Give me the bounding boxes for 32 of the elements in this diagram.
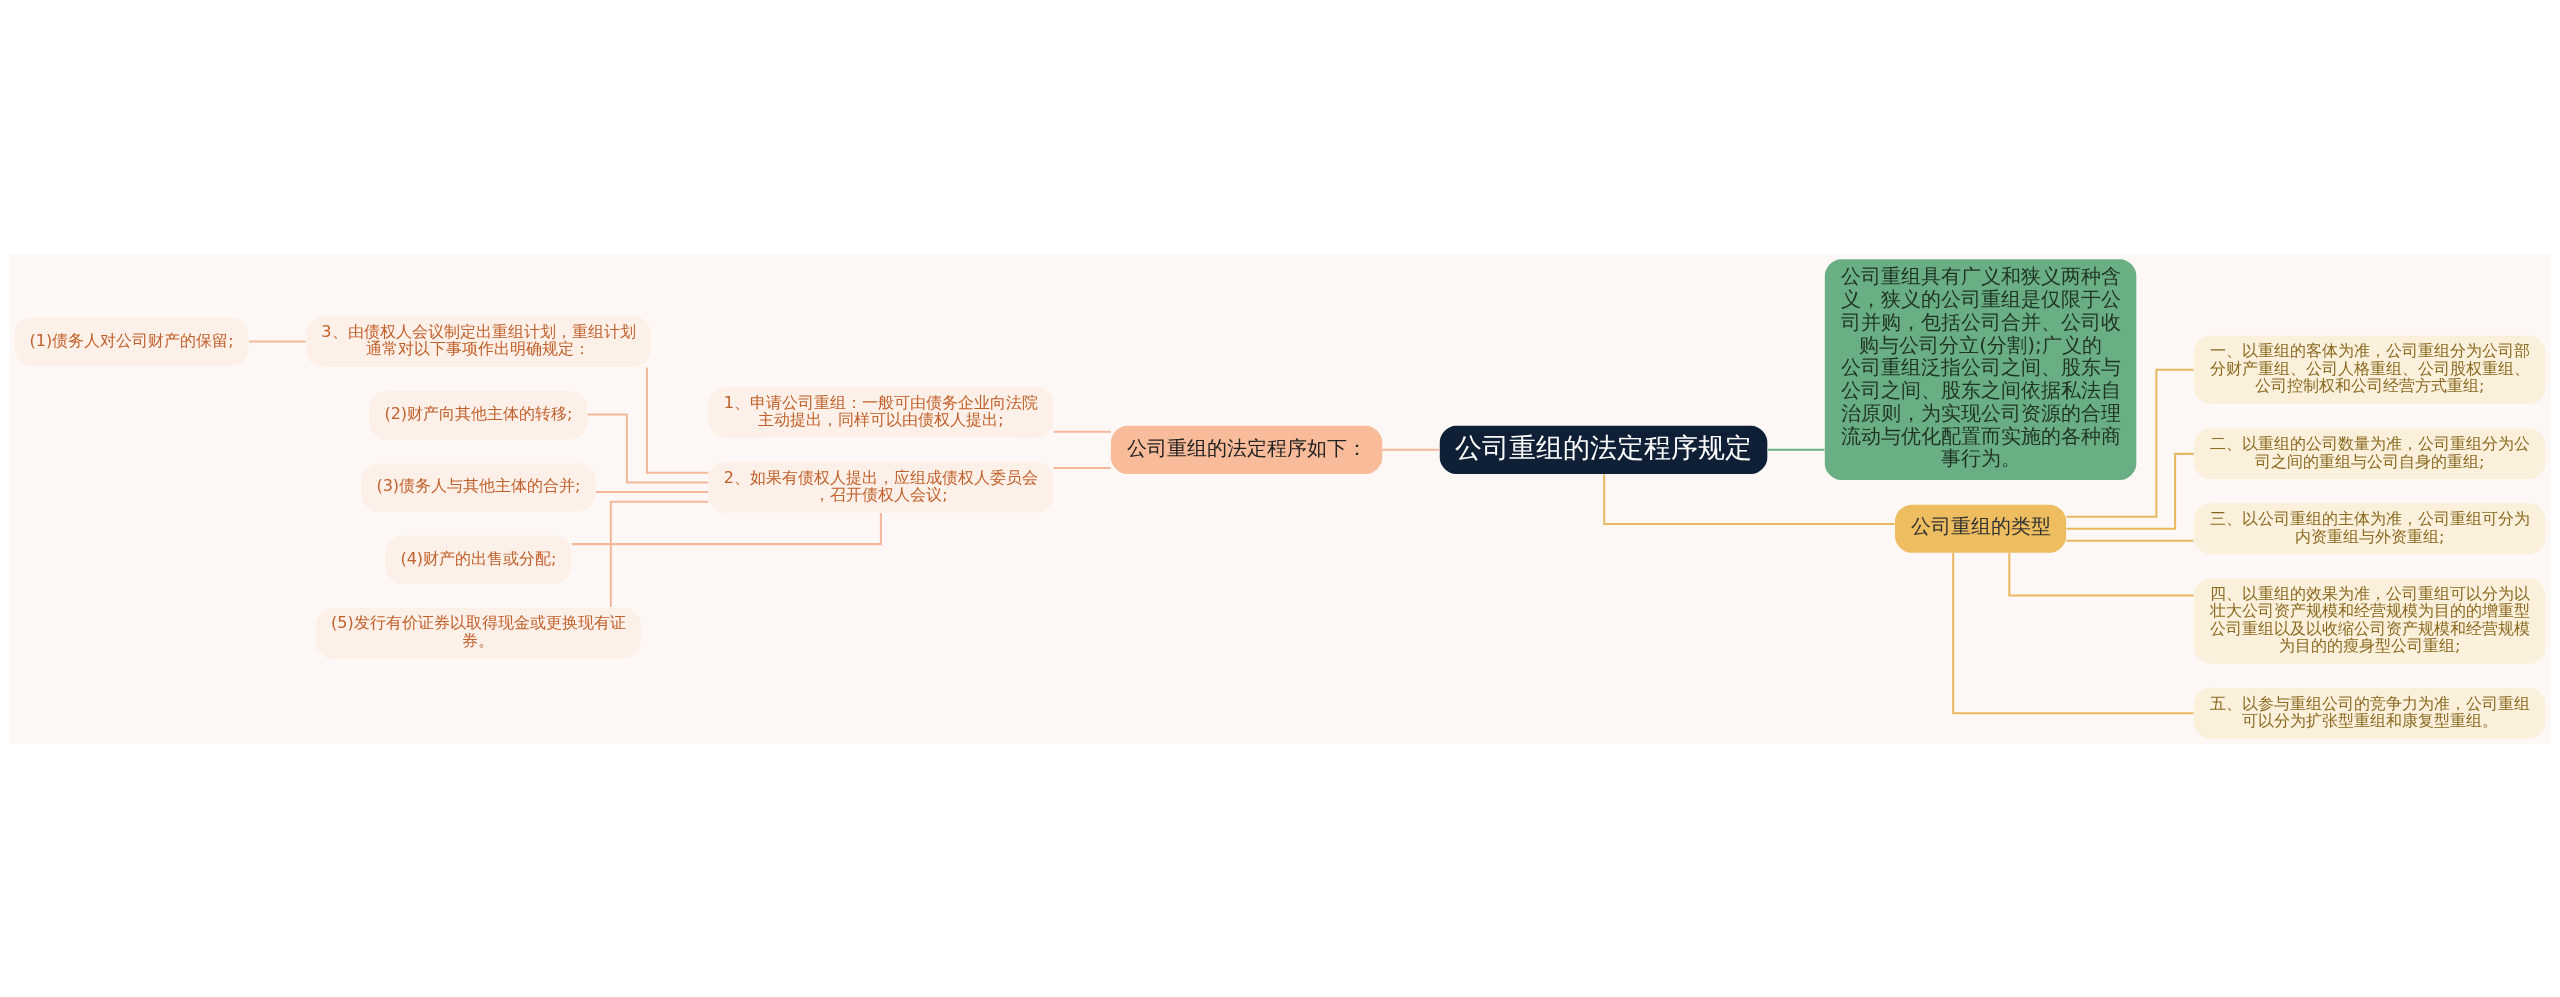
node-box: 五、以参与重组公司的竞争力为准，公司重组可以分为扩张型重组和康复型重组。	[2193, 687, 2546, 739]
node-box: (3)债务人与其他主体的合并;	[361, 462, 596, 511]
connector	[645, 367, 709, 474]
connector	[1053, 466, 1111, 469]
node-box: (1)债务人对公司财产的保留;	[14, 317, 249, 366]
connector	[1382, 448, 1440, 451]
node-box: 公司重组具有广义和狭义两种含义，狭义的公司重组是仅限于公司并购，包括公司合并、公司收购与公司分立(分割);广义的公司重组泛指公司之间、股东与公司之间、股东之间依据私法自治原则，为实现公司资源的合理流动与优化配置而实施的各种商事行为。	[1824, 258, 2137, 480]
connector	[2066, 452, 2194, 530]
node-box: (5)发行有价证券以取得现金或更换现有证券。	[316, 607, 641, 658]
connector	[1053, 430, 1111, 433]
node-box: 2、如果有债权人提出，应组成债权人委员会，召开债权人会议;	[708, 461, 1054, 513]
connector	[1767, 448, 1825, 451]
connector	[2008, 552, 2194, 597]
node-box: 三、以公司重组的主体为准，公司重组可分为内资重组与外资重组;	[2193, 502, 2546, 554]
node-box: 3、由债权人会议制定出重组计划，重组计划通常对以下事项作出明确规定：	[306, 315, 651, 367]
connector	[1603, 473, 1895, 525]
connector	[587, 412, 709, 483]
node-box: 公司重组的法定程序规定	[1439, 425, 1768, 474]
node-box: (2)财产向其他主体的转移;	[369, 390, 588, 439]
node-box: 公司重组的类型	[1895, 504, 2067, 553]
node-box: 四、以重组的效果为准，公司重组可以分为以壮大公司资产规模和经营规模为目的的增重型公司重组以及以收缩公司资产规模和经营规模为目的的瘦身型公司重组;	[2193, 577, 2546, 664]
connector	[249, 340, 306, 343]
node-box: 一、以重组的客体为准，公司重组分为公司部分财产重组、公司人格重组、公司股权重组、公司控制权和公司经营方式重组;	[2193, 335, 2546, 404]
connector	[595, 490, 709, 493]
node-box: 公司重组的法定程序如下：	[1110, 425, 1383, 474]
connector	[1952, 552, 2194, 714]
node-box: (4)财产的出售或分配;	[385, 534, 572, 584]
node-box: 1、申请公司重组：一般可由债务企业向法院主动提出，同样可以由债权人提出;	[708, 386, 1054, 438]
connector	[2066, 539, 2194, 542]
connector	[609, 500, 709, 607]
node-box: 二、以重组的公司数量为准，公司重组分为公司之间的重组与公司自身的重组;	[2193, 427, 2546, 479]
connector	[2066, 368, 2194, 518]
